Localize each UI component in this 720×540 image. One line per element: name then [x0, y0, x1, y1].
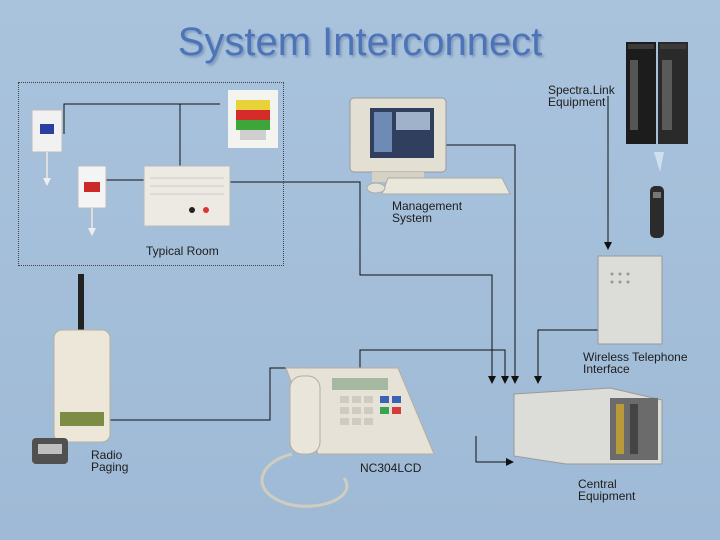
- label-radio-paging: Radio Paging: [91, 448, 129, 474]
- room-to-central: [230, 181, 496, 384]
- mgmt-to-central: [420, 144, 519, 384]
- nc304-to-central: [475, 436, 514, 466]
- wireless-handset-image: [650, 186, 664, 238]
- label-management: Management System: [392, 199, 463, 225]
- emergency-call-station-image: [77, 165, 107, 236]
- wireless-interface-image: [597, 255, 663, 345]
- diagram-title: System Interconnect: [177, 20, 543, 64]
- label-central: Central Equipment: [578, 477, 636, 503]
- room-wire-1: [63, 103, 181, 168]
- room-console-image: [143, 165, 231, 227]
- label-nc304lcd: NC304LCD: [360, 461, 422, 475]
- pull-cord-station-image: [31, 109, 63, 186]
- typical-room-box: [18, 82, 284, 266]
- signal-beams-icon: [654, 152, 664, 172]
- wireless-to-central: [534, 329, 598, 384]
- radio-paging-transmitter-image: [53, 274, 111, 443]
- spectralink-equipment-image: [626, 42, 688, 144]
- pager-image: [32, 438, 68, 464]
- label-typical-room: Typical Room: [146, 244, 219, 258]
- label-wireless: Wireless Telephone Interface: [583, 350, 688, 376]
- phone-to-central: [359, 349, 509, 384]
- central-equipment-image: [513, 387, 663, 465]
- nc304lcd-phone-image: [260, 367, 435, 508]
- dome-light-image: [228, 90, 278, 148]
- management-computer-image: [349, 97, 511, 195]
- label-spectralink: Spectra.Link Equipment: [548, 83, 615, 109]
